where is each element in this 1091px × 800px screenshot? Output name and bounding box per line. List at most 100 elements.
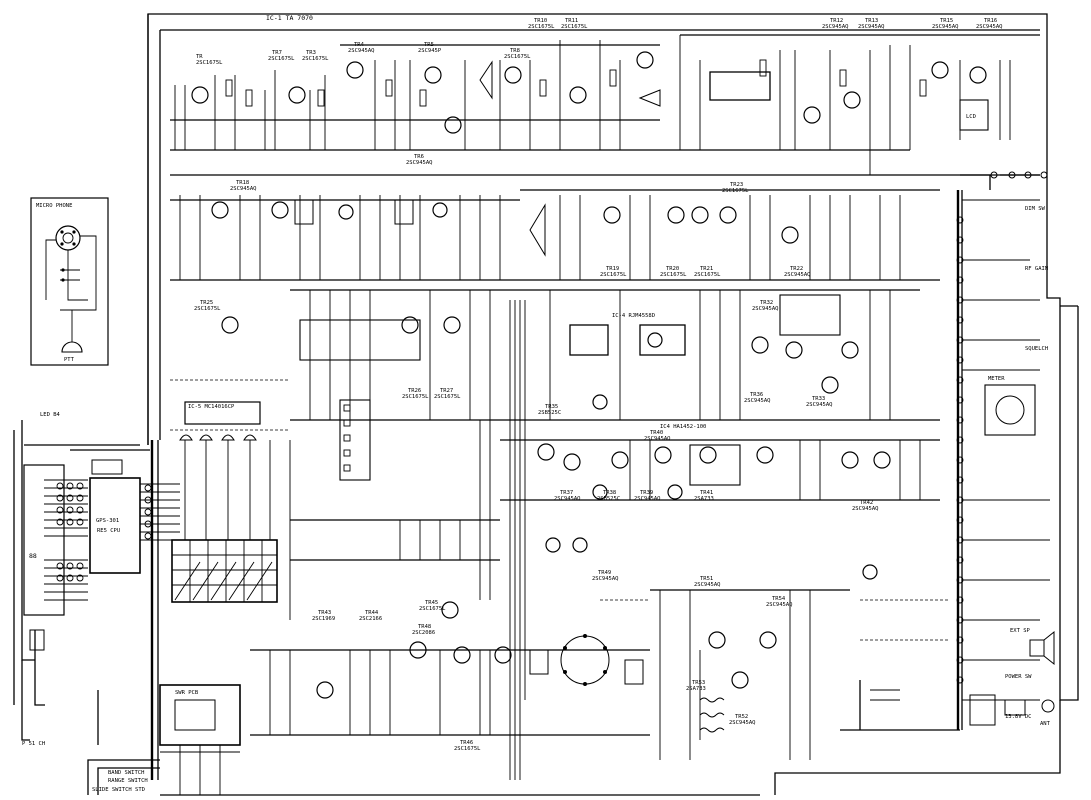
tr-part: 2SC1675L (419, 606, 446, 612)
right-label-ant: ANT (1040, 721, 1051, 727)
tr-part: 2SC945AQ (766, 602, 793, 608)
tr-part: 2SC1969 (312, 616, 335, 622)
tr-part: 2SC945AQ (744, 398, 771, 404)
tr-part: 2SB525C (597, 496, 620, 502)
tr-label: TR36 (750, 392, 763, 398)
swr-pcb-label: SWR PCB (175, 690, 199, 696)
tr-label: TR51 (700, 576, 713, 582)
tr-part: 2SC1675L (196, 60, 223, 66)
led-label: LED B4 (40, 412, 61, 418)
tr-part: 2SC1675L (660, 272, 687, 278)
cpu-ic-label: GPS-301 (96, 518, 119, 524)
display-cpu-block: LED B4 88 GPS-301 RE5 CPU (13, 412, 180, 780)
tr-part: 2SC945AQ (729, 720, 756, 726)
tr-label: TR23 (730, 182, 743, 188)
tr-label: TR16 (984, 18, 997, 24)
tr-part: 2SC945P (418, 48, 442, 54)
tr-part: 2SC1675L (402, 394, 429, 400)
ic1-label: IC-1 TA 7070 (266, 14, 313, 22)
tr-label: TR5 (424, 42, 434, 48)
tr-label: TR52 (735, 714, 748, 720)
right-label-dc: 13.8V DC (1005, 714, 1032, 720)
bottom-middle-stage (250, 564, 878, 760)
right-label-extsp: EXT SP (1010, 628, 1031, 634)
swr-pcb: SWR PCB SLIDE SWITCH STD RANGE SWITCH BA… (87, 684, 241, 795)
led-digits: 88 (29, 552, 37, 560)
outer-wiring (147, 13, 1079, 796)
tr-label: TR10 (534, 18, 547, 24)
right-label-meter: METER (988, 376, 1005, 382)
tr-part: 2SC1675L (561, 24, 588, 30)
tr-part: 2SC945AQ (592, 576, 619, 582)
tr-label: TR25 (200, 300, 213, 306)
bottom-label-3: BAND SWITCH (108, 770, 144, 776)
tr-label: TR41 (700, 490, 713, 496)
left-bottom-label: P 51 CH (22, 741, 45, 747)
tr-label: TR19 (606, 266, 619, 272)
tr-label: TR37 (560, 490, 573, 496)
tr-part: 2SC945AQ (784, 272, 811, 278)
tr-part: 2SC1675L (504, 54, 531, 60)
tr-part: 2SC945AQ (644, 436, 671, 442)
tr-part: 2SC945AQ (806, 402, 833, 408)
tr-label: TR22 (790, 266, 803, 272)
tr-part: 2SC945AQ (230, 186, 257, 192)
tr-label: TR20 (666, 266, 679, 272)
tr-label: TR33 (812, 396, 825, 402)
middle-audio-stage: IC-4 RJM4558D (221, 289, 940, 481)
second-row-stage (170, 189, 940, 281)
tr-label: TR15 (940, 18, 953, 24)
tr-label: TR42 (860, 500, 873, 506)
decorative-wiring (170, 379, 950, 641)
tr-part: 2SA733 (694, 496, 714, 502)
tr-label: TR45 (425, 600, 438, 606)
tr-label: TR26 (408, 388, 421, 394)
tr-label: TR44 (365, 610, 379, 616)
tr-part: 2SB525C (538, 410, 561, 416)
tr-label: TR4 (354, 42, 365, 48)
bottom-label-2: RANGE SWITCH (108, 778, 148, 784)
tr-part: 2SC2166 (359, 616, 382, 622)
tr-label: TR32 (760, 300, 773, 306)
microphone-title: MICRO PHONE (36, 203, 72, 209)
cpu-ic-sub: RE5 CPU (97, 528, 120, 534)
tr-label: TR46 (460, 740, 473, 746)
ic4-label: IC-4 RJM4558D (612, 313, 655, 319)
tr-label: TR3 (306, 50, 316, 56)
microphone-ptt-label: PTT (64, 357, 75, 363)
tr-label: TR39 (640, 490, 653, 496)
tr-part: 2SC1675L (268, 56, 295, 62)
tr-part: 2SC1675L (302, 56, 329, 62)
right-label-dim: DIM SW (1025, 206, 1046, 212)
tr-part: 2SC945AQ (858, 24, 885, 30)
right-label-power: POWER SW (1005, 674, 1032, 680)
tr-part: 2SC1675L (722, 188, 749, 194)
tr-part: 2SC1675L (454, 746, 481, 752)
tr-part: 2SC945AQ (822, 24, 849, 30)
tr-part: 2SC945AQ (406, 160, 433, 166)
tr-part: 2SA733 (686, 686, 706, 692)
tr-part: 2SC2086 (412, 630, 435, 636)
microphone-box: MICRO PHONE PTT (30, 197, 109, 366)
ic4b-label: IC4 HA1452-100 (660, 424, 706, 430)
tr-part: 2SC945AQ (694, 582, 721, 588)
tr-label: TR40 (650, 430, 663, 436)
lcd-label: LCD (966, 114, 976, 120)
tr-label: TR48 (418, 624, 431, 630)
tr-part: 2SC945AQ (852, 506, 879, 512)
tr-part: 2SC945AQ (634, 496, 661, 502)
tr-label: TR6 (414, 154, 424, 160)
transistor-labels: TR 2SC1675L TR7 2SC1675L TR3 2SC1675L TR… (194, 18, 1003, 752)
tr-part: 2SC945AQ (976, 24, 1003, 30)
tr-part: 2SC945AQ (752, 306, 779, 312)
tr-part: 2SC1675L (528, 24, 555, 30)
ic5-label: IC-5 MC14016CP (188, 404, 235, 410)
lower-middle-stage (290, 300, 940, 780)
tr-label: TR18 (236, 180, 249, 186)
tr-label: TR7 (272, 50, 282, 56)
right-label-rfgain: RF GAIN (1025, 266, 1048, 272)
tr-label: TR53 (692, 680, 705, 686)
tr-label: TR11 (565, 18, 578, 24)
tr-label: TR8 (510, 48, 520, 54)
